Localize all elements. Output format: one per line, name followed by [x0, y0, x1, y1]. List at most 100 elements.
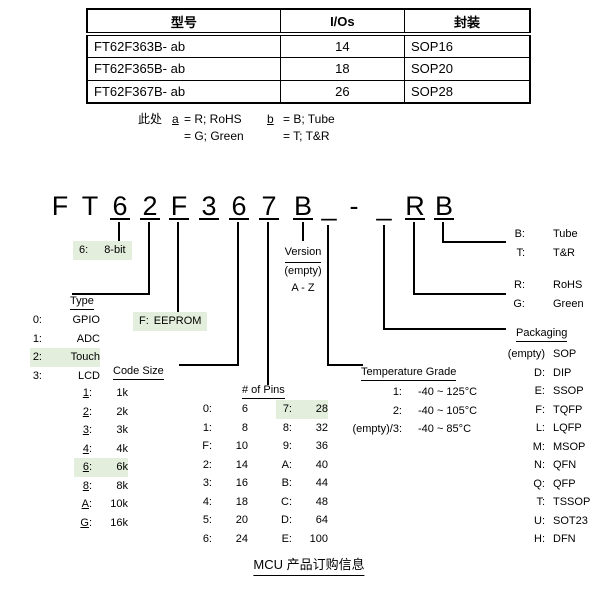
- pins-label: # of Pins: [242, 384, 285, 399]
- item-value: 14: [235, 458, 248, 471]
- part-number-char: 7: [259, 193, 279, 220]
- connector-line: [327, 364, 363, 366]
- code-size-item: 1:1k: [74, 384, 128, 403]
- type-item: 1:ADC: [30, 330, 100, 349]
- type-list: 0:GPIO 1:ADC 2:Touch 3:LCD: [30, 311, 100, 385]
- item-key: 0:: [32, 314, 42, 326]
- item-key: H:: [534, 533, 545, 545]
- item-value: Touch: [70, 351, 100, 363]
- item-key: 4:: [74, 440, 92, 459]
- packaging-item: T:TSSOP: [490, 493, 590, 512]
- tube-list: B:Tube T:T&R: [499, 225, 578, 262]
- item-value: 36: [315, 440, 328, 452]
- code-size-item-selected: 6:6k: [74, 458, 128, 477]
- item-key: 8:: [74, 477, 92, 496]
- item-value: T&R: [553, 246, 575, 259]
- item-value: Tube: [553, 228, 578, 240]
- item-value: RoHS: [553, 279, 583, 291]
- temp-item: 2:-40 ~ 105°C: [326, 402, 477, 421]
- cell-package: SOP16: [404, 33, 531, 58]
- item-key: 3:: [32, 369, 42, 382]
- connector-line: [72, 293, 150, 295]
- bit-width-value: 8-bit: [104, 244, 126, 256]
- temperature-grade-label: Temperature Grade: [361, 366, 457, 381]
- note-a-line2: = G; Green: [184, 129, 244, 143]
- part-number-char: 6: [110, 193, 130, 220]
- packaging-list: (empty)SOP D:DIP E:SSOP F:TQFP L:LQFP M:…: [490, 345, 591, 549]
- item-value: -40 ~ 105°C: [418, 404, 478, 417]
- code-size-item: 8:8k: [74, 477, 128, 496]
- item-value: 24: [235, 532, 248, 545]
- item-value: DFN: [553, 533, 576, 545]
- version-block: Version (empty) A - Z: [270, 244, 336, 297]
- pins-item: F:10: [196, 437, 248, 456]
- part-number-char: T: [81, 191, 99, 221]
- part-number-char: F: [51, 191, 69, 221]
- item-value: 32: [315, 421, 328, 434]
- note-key-b: b: [267, 112, 274, 126]
- cell-package: SOP20: [404, 56, 531, 81]
- code-size-item: 2:2k: [74, 403, 128, 422]
- temp-item: 1:-40 ~ 125°C: [326, 383, 477, 402]
- bit-width-chip: 6:8-bit: [73, 241, 132, 260]
- connector-line: [327, 225, 329, 366]
- item-key: 1:: [74, 384, 92, 403]
- item-key-colon: :: [88, 498, 92, 510]
- item-key: M:: [532, 440, 545, 453]
- code-size-item: G:16k: [74, 514, 128, 533]
- connector-line: [302, 222, 304, 241]
- item-value: SSOP: [553, 385, 584, 397]
- item-value: 4k: [116, 442, 128, 455]
- pins-item: 9:36: [276, 437, 328, 456]
- item-key-colon: :: [88, 387, 92, 399]
- item-value: GPIO: [72, 314, 100, 326]
- item-value: -40 ~ 125°C: [418, 386, 478, 398]
- item-value: 2k: [116, 405, 128, 418]
- eeprom-value: EEPROM: [153, 315, 202, 327]
- pins-item: 8:32: [276, 419, 328, 438]
- item-key: E:: [534, 385, 545, 397]
- item-key: D:: [281, 514, 292, 526]
- part-number-blank: _: [321, 191, 337, 221]
- item-key: 5:: [202, 514, 212, 526]
- item-value: 3k: [116, 424, 128, 436]
- item-key: 2:: [32, 351, 42, 363]
- pins-item: C:48: [276, 493, 328, 512]
- page-title: MCU 产品订购信息: [253, 554, 365, 576]
- cell-model: FT62F363B- ab: [86, 33, 281, 58]
- item-key-char: 4: [82, 442, 89, 455]
- part-number-char: 6: [229, 193, 249, 220]
- item-key: F:: [535, 403, 545, 416]
- item-value: SOT23: [553, 514, 588, 527]
- item-value: 18: [235, 495, 248, 508]
- item-key: 4:: [202, 495, 212, 508]
- cell-ios: 18: [279, 56, 406, 81]
- item-key: (empty): [507, 348, 545, 360]
- item-value: 40: [315, 458, 328, 471]
- col-header-model: 型号: [86, 8, 281, 36]
- packaging-item: D: DIP: [490, 364, 590, 383]
- table-row: FT62F363B- ab 14 SOP16: [86, 33, 531, 58]
- note-a-line1: = R; RoHS: [184, 112, 242, 126]
- code-size-item: 4: 4k: [74, 440, 128, 459]
- item-value: 6: [241, 403, 248, 415]
- version-range: A - Z: [291, 282, 315, 294]
- pins-list-col1: 0:6 1:8 F:10 2:14 3:16 4:18 5:20 6:24: [196, 400, 248, 548]
- col-header-ios: I/Os: [279, 8, 406, 36]
- item-key: 2:: [202, 458, 212, 471]
- item-key-char: A: [81, 498, 89, 510]
- item-key: 0:: [202, 403, 212, 415]
- packaging-item: N:QFN: [490, 456, 590, 475]
- connector-line: [118, 222, 120, 241]
- packaging-item: L:LQFP: [490, 419, 590, 438]
- table-row: FT62F365B- ab 18 SOP20: [86, 56, 531, 81]
- connector-line: [267, 222, 269, 385]
- table-row: FT62F367B- ab 26 SOP28: [86, 79, 531, 104]
- note-b-line2: = T; T&R: [283, 129, 330, 143]
- item-key: F:: [202, 440, 212, 452]
- item-key: D:: [534, 366, 545, 379]
- item-key: U:: [534, 514, 545, 527]
- pins-item-selected: 7:28: [276, 400, 328, 419]
- item-key-char: 8: [82, 479, 89, 492]
- item-value: DIP: [553, 366, 572, 379]
